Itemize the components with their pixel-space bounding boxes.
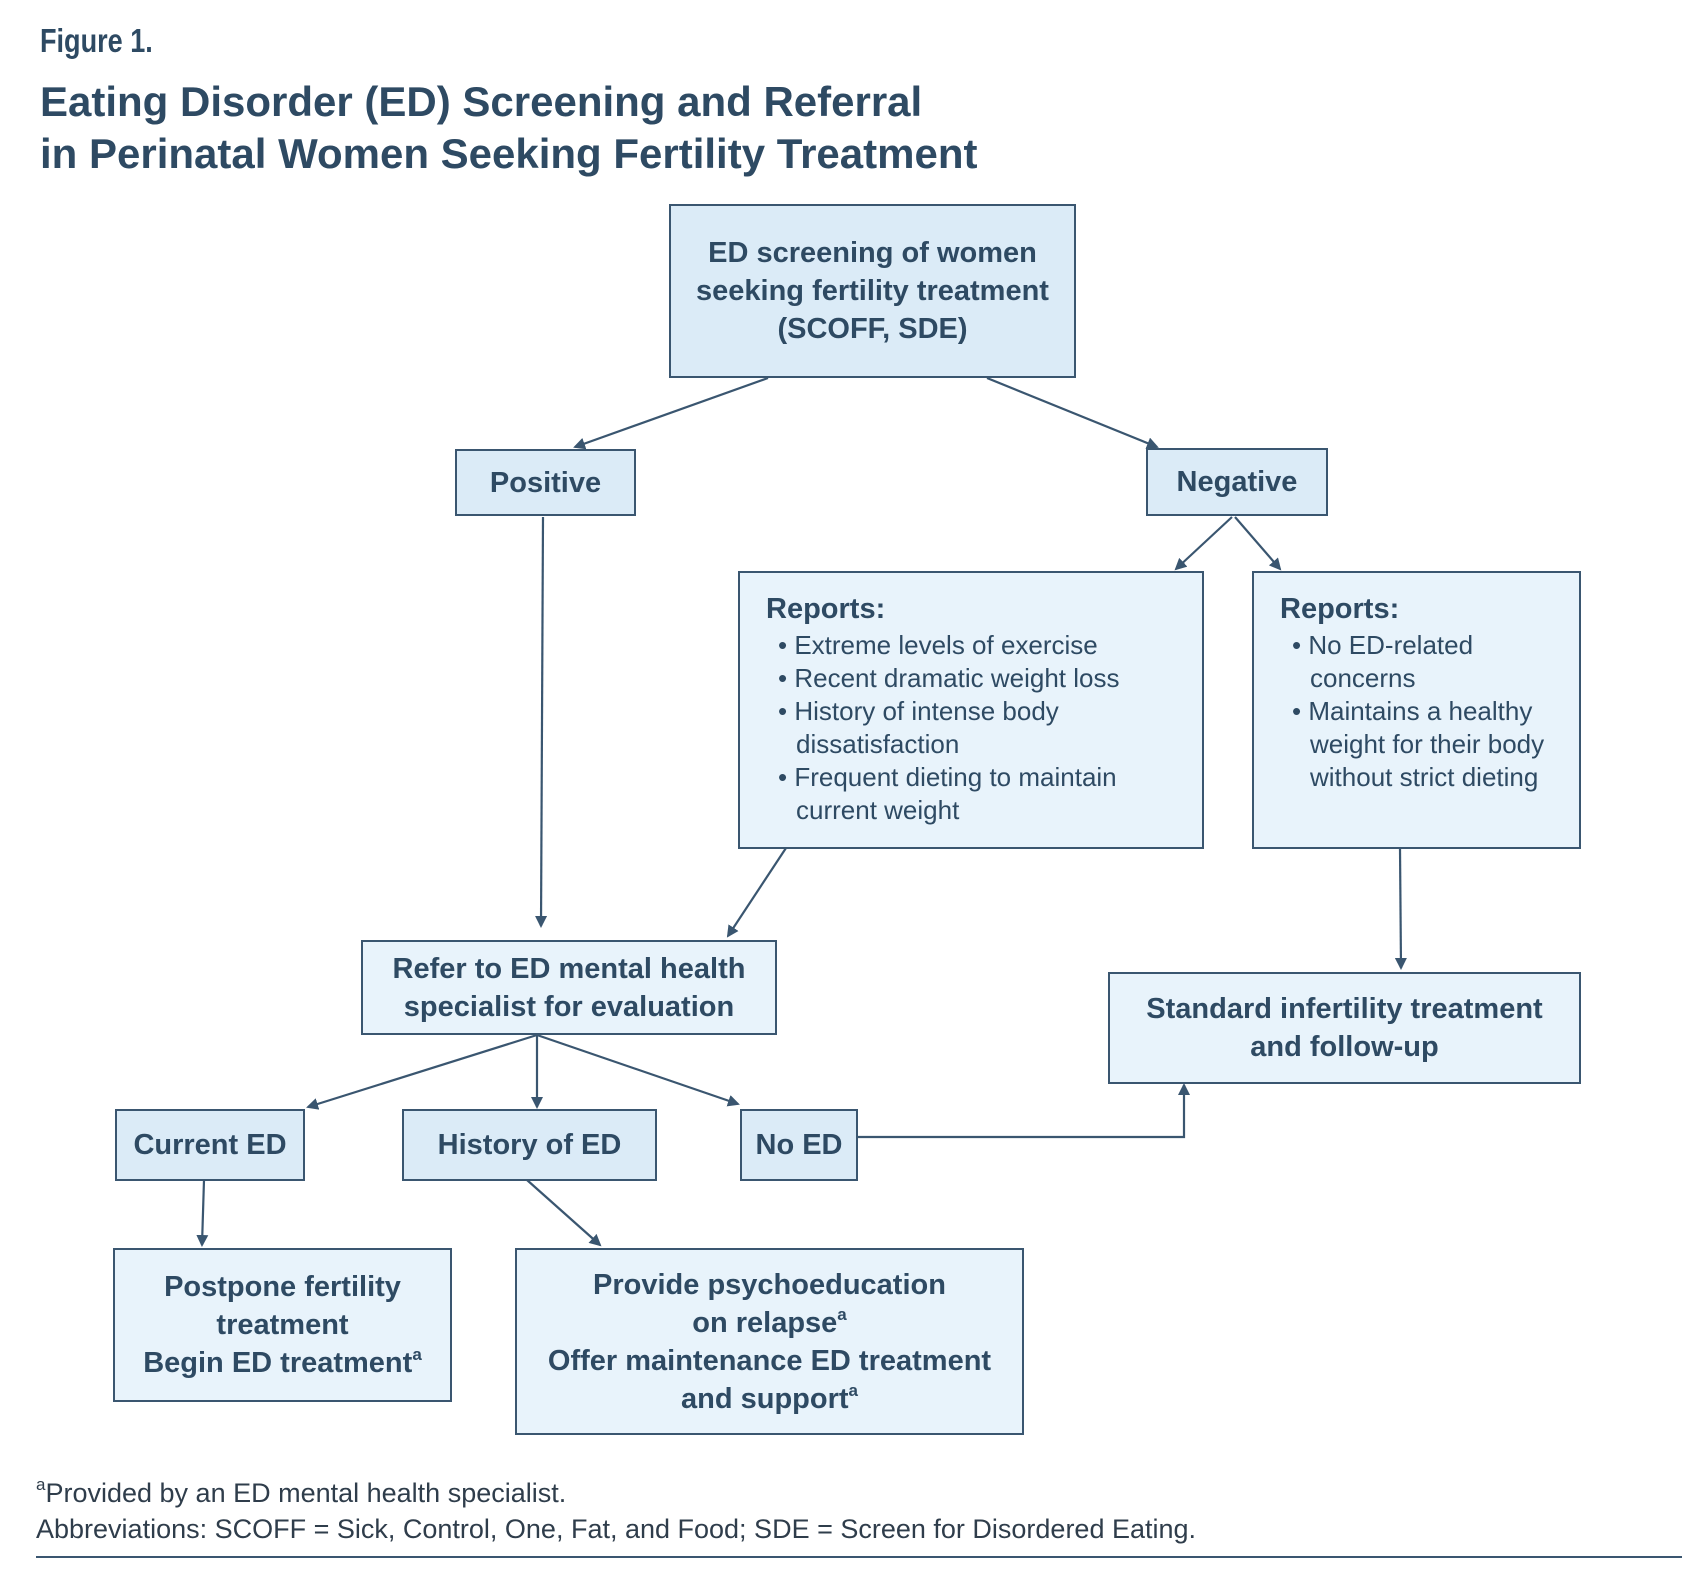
figure-label: Figure 1. xyxy=(40,22,153,59)
list-item: Maintains a healthy weight for their bod… xyxy=(1280,695,1553,794)
standard-line-1: Standard infertility treatment xyxy=(1146,993,1543,1025)
list-item: No ED-related concerns xyxy=(1280,629,1553,695)
negative-box: Negative xyxy=(1146,448,1328,516)
figure-title: Eating Disorder (ED) Screening and Refer… xyxy=(40,76,977,180)
psychoeducation-line-2-text: on relapse xyxy=(692,1306,838,1339)
arrow-screening-to-negative xyxy=(986,376,1159,449)
screening-line-2: seeking fertility treatment xyxy=(696,275,1049,307)
psychoeducation-line-2: on relapsea xyxy=(692,1304,847,1342)
history-ed-label: History of ED xyxy=(437,1129,622,1161)
psychoeducation-box: Provide psychoeducation on relapsea Offe… xyxy=(515,1248,1024,1435)
positive-box: Positive xyxy=(455,449,636,516)
psychoeducation-line-4: and supporta xyxy=(681,1380,858,1418)
arrow-screening-to-positive xyxy=(573,376,769,450)
psychoeducation-line-3: Offer maintenance ED treatment xyxy=(547,1344,992,1377)
footnote-note: aProvided by an ED mental health special… xyxy=(36,1475,567,1509)
arrow-reports-concern-to-refer xyxy=(726,847,787,938)
footnote-note-text: Provided by an ED mental health speciali… xyxy=(45,1478,567,1508)
bottom-rule xyxy=(36,1556,1682,1558)
arrow-reports-healthy-to-standard xyxy=(1394,847,1407,970)
reports-healthy-heading: Reports: xyxy=(1280,593,1400,625)
footnote-marker: a xyxy=(412,1345,422,1364)
no-ed-box: No ED xyxy=(740,1109,858,1181)
arrow-no-ed-to-standard xyxy=(857,1083,1190,1139)
no-ed-label: No ED xyxy=(755,1129,843,1161)
list-item: Extreme levels of exercise xyxy=(766,629,1176,662)
history-ed-box: History of ED xyxy=(402,1109,657,1181)
footnote-marker: a xyxy=(36,1475,46,1494)
screening-line-1: ED screening of women xyxy=(708,237,1037,269)
current-ed-label: Current ED xyxy=(133,1129,287,1161)
refer-line-1: Refer to ED mental health xyxy=(392,952,746,985)
list-item: Recent dramatic weight loss xyxy=(766,662,1176,695)
arrow-current-ed-to-postpone xyxy=(196,1179,209,1247)
arrow-negative-to-reports-healthy xyxy=(1234,516,1282,571)
refer-line-2: specialist for evaluation xyxy=(403,990,735,1023)
arrow-positive-to-refer xyxy=(535,516,548,928)
arrow-refer-to-no-ed xyxy=(536,1033,740,1107)
list-item: History of intense body dissatisfaction xyxy=(766,695,1176,761)
reports-concern-list: Extreme levels of exercise Recent dramat… xyxy=(766,629,1176,827)
psychoeducation-line-4-text: and support xyxy=(680,1382,849,1415)
title-line-2: in Perinatal Women Seeking Fertility Tre… xyxy=(40,130,978,177)
refer-box: Refer to ED mental health specialist for… xyxy=(361,940,777,1035)
current-ed-box: Current ED xyxy=(115,1109,305,1181)
postpone-line-3: Begin ED treatmenta xyxy=(143,1344,422,1382)
negative-label: Negative xyxy=(1176,466,1298,498)
arrow-history-ed-to-psychoeducation xyxy=(526,1179,602,1247)
list-item: Frequent dieting to maintain current wei… xyxy=(766,761,1176,827)
standard-treatment-box: Standard infertility treatment and follo… xyxy=(1108,972,1581,1084)
footnote-marker: a xyxy=(848,1380,858,1400)
reports-concern-box: Reports: Extreme levels of exercise Rece… xyxy=(738,571,1204,849)
postpone-line-2: treatment xyxy=(216,1309,349,1341)
arrow-refer-to-current-ed xyxy=(306,1033,538,1110)
reports-healthy-list: No ED-related concerns Maintains a healt… xyxy=(1280,629,1553,794)
standard-line-2: and follow-up xyxy=(1250,1031,1439,1063)
postpone-box: Postpone fertility treatment Begin ED tr… xyxy=(113,1248,452,1402)
screening-box: ED screening of women seeking fertility … xyxy=(669,204,1076,378)
screening-line-3: (SCOFF, SDE) xyxy=(777,313,968,345)
psychoeducation-line-1: Provide psychoeducation xyxy=(593,1268,946,1301)
postpone-line-1: Postpone fertility xyxy=(164,1271,401,1303)
footnote-marker: a xyxy=(837,1304,847,1324)
title-line-1: Eating Disorder (ED) Screening and Refer… xyxy=(40,78,923,125)
reports-healthy-box: Reports: No ED-related concerns Maintain… xyxy=(1252,571,1581,849)
arrow-negative-to-reports-concern xyxy=(1174,516,1233,571)
reports-concern-heading: Reports: xyxy=(766,593,886,625)
positive-label: Positive xyxy=(489,466,602,499)
postpone-line-3-text: Begin ED treatment xyxy=(143,1347,413,1379)
abbreviations-note: Abbreviations: SCOFF = Sick, Control, On… xyxy=(36,1514,1197,1544)
